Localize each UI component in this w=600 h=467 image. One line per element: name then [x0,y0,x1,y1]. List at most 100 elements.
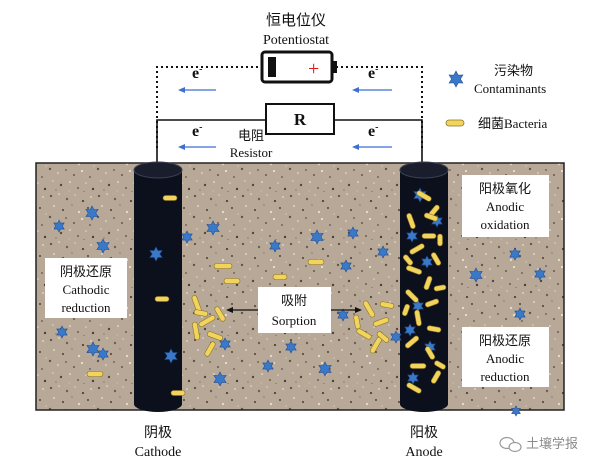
contaminant-icon [213,371,227,387]
legend-bacteria-icon [445,119,465,127]
contaminant-icon [340,259,352,273]
contaminant-icon [56,325,68,339]
bacteria-icon [362,300,376,318]
resistor-icon: R [265,103,335,135]
legend: 污染物 Contaminants 细菌Bacteria [445,63,548,131]
sorption-label-box: 吸附 Sorption [258,287,331,333]
bacteria-icon [379,301,395,309]
contaminant-icon [347,226,359,240]
contaminant-icon [86,341,100,357]
contaminant-icon [511,405,521,417]
watermark: 土壤学报 [499,436,578,453]
bacteria-icon [373,317,389,327]
anodic-oxidation-en-2: oxidation [480,217,530,232]
bacteria-icon [426,325,442,333]
bacteria-icon [416,190,432,202]
cathode-electrode [133,161,183,412]
bacteria-icon [409,363,427,369]
resistor-label-zh: 电阻 [238,128,264,143]
contaminant-icon [421,255,433,269]
bacteria-icon [430,370,442,384]
contaminant-icon [269,239,281,253]
anodic-reduction-en-2: reduction [480,369,530,384]
anodic-oxidation-label-box: 阳极氧化 Anodic oxidation [462,175,549,237]
bacteria-icon [213,263,233,269]
cathodic-reduction-label-box: 阴极还原 Cathodic reduction [45,258,127,318]
bacteria-icon [356,328,372,340]
sorption-arrows [226,307,362,313]
bacteria-icon [433,284,447,292]
contaminant-icon [390,330,402,344]
bacteria-icon [404,335,420,349]
contaminant-icon [318,361,332,377]
bacteria-icon [424,346,436,360]
electron-label: e- [368,122,378,140]
sorption-zh: 吸附 [281,293,307,308]
contaminant-icon [53,219,65,233]
bacteria-icon [424,298,440,308]
contaminant-icon [310,229,324,245]
electron-label: e- [192,64,202,82]
battery-plus-sign: + [308,58,319,80]
bacteria-icon [307,259,325,265]
bacteria-icon [376,331,390,343]
bacteria-icon [406,382,422,394]
resistor-label-en: Resistor [230,145,273,160]
contaminant-icon [377,245,389,259]
legend-contaminant-icon [448,70,464,88]
cathodic-reduction-zh: 阴极还原 [60,264,112,279]
cathode-label-en: Cathode [135,445,182,460]
potentiostat-label-en: Potentiostat [263,33,329,48]
electron-arrowhead [178,87,185,93]
anodic-oxidation-en-1: Anodic [486,199,525,214]
contaminant-icon [206,220,220,236]
electron-label: e- [368,64,378,82]
contaminant-icon [534,267,546,281]
bacteria-icon [423,212,439,222]
contaminant-icon [164,348,178,364]
anodic-oxidation-zh: 阳极氧化 [479,181,531,196]
contaminant-icon [96,238,110,254]
legend-contaminants-en: Contaminants [474,81,546,96]
contaminant-icon [448,70,464,88]
bacteria-icon [272,274,288,280]
contaminant-icon [406,229,418,243]
wechat-icon [499,436,522,453]
potentiostat-battery-icon: + [260,50,337,84]
bacteria-icon [204,341,216,357]
bacteria-icon [406,213,416,229]
potentiostat-label-zh: 恒电位仪 [266,12,326,29]
bacteria-icon [421,233,437,239]
contaminant-icon [181,230,193,244]
contaminant-icon [97,347,109,361]
electron-flow-arrows [178,87,392,150]
bacteria-icon [423,275,433,291]
electron-labels: e- e- e- e- [192,64,378,140]
legend-bacteria-label: 细菌Bacteria [478,116,548,131]
contaminant-icon [509,247,521,261]
electron-label: e- [192,122,202,140]
bacteria-icon [434,360,446,370]
watermark-text: 土壤学报 [526,436,578,451]
contaminant-icon [262,359,274,373]
bacteria-icon [402,254,414,266]
bacteria-icon [409,243,425,255]
bacteria-icon [437,233,443,247]
anodic-reduction-zh: 阳极还原 [479,333,531,348]
cathodic-reduction-en-2: reduction [61,300,111,315]
contaminant-icon [85,205,99,221]
electron-arrowhead [178,144,185,150]
legend-contaminants-zh: 污染物 [494,63,533,78]
electron-arrowhead [352,144,359,150]
inner-resistor-wire [156,119,423,163]
bacteria-icon [207,331,223,341]
contaminant-icon [514,307,526,321]
bacteria-icon [402,303,410,317]
anodic-reduction-label-box: 阳极还原 Anodic reduction [462,327,549,387]
sorption-en: Sorption [272,313,317,328]
contaminant-icon [407,371,419,385]
contaminant-icon [149,246,163,262]
bacteria-layer [86,190,447,396]
